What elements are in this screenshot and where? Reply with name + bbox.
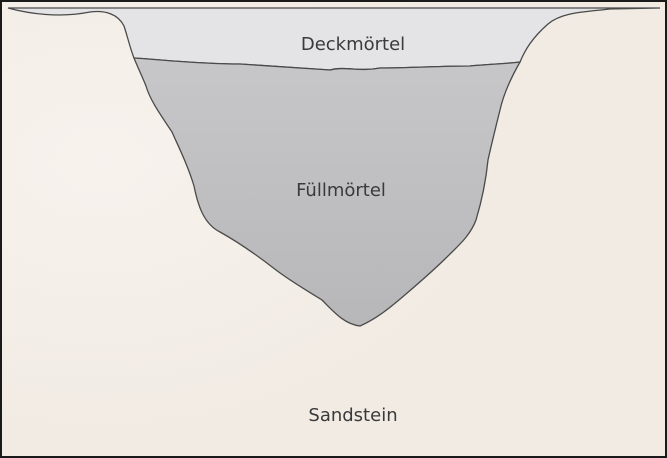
- sandstone-label: Sandstein: [308, 405, 397, 426]
- cover-mortar-label: Deckmörtel: [301, 34, 405, 55]
- fill-mortar-label: Füllmörtel: [296, 180, 386, 201]
